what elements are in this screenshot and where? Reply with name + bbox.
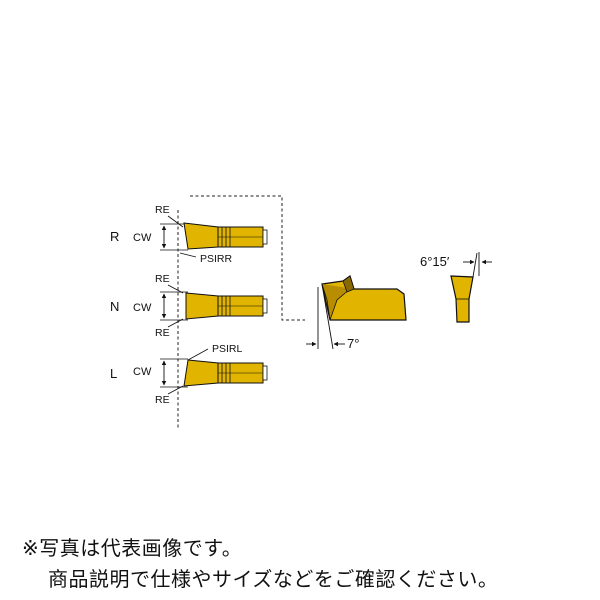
variant-r-radius-leader [167,215,184,228]
variant-r-code: R [110,229,119,244]
variant-l-insert-head [183,359,219,387]
variant-n-width-label: CW [133,302,152,314]
dashed-frame [190,195,305,321]
variant-n-insert-head [185,292,219,320]
variant-r-radius-label: RE [155,204,170,216]
variant-r-insert-head [183,222,219,250]
variant-n-code: N [110,299,119,314]
end-view: 6°15′ [420,252,492,323]
disclaimer-representative-image: ※写真は代表画像です。 [22,536,243,560]
variant-l-radius-label: RE [155,394,170,406]
side-view-angle-label: 7° [347,336,359,351]
variant-l-angle-label: PSIRL [212,343,243,355]
variant-n-radius-top-label: RE [155,273,170,285]
side-view-clearance-line [321,283,334,350]
variant-n: N CW RE RE [110,273,268,339]
end-view-angle-label: 6°15′ [420,254,450,269]
variant-n-radius-bottom-label: RE [155,327,170,339]
variant-r-angle-label: PSIRR [200,253,233,265]
variant-l-width-label: CW [133,366,152,378]
variant-r: R CW RE PSIRR [110,204,268,265]
variant-r-width-label: CW [133,232,152,244]
end-view-taper-line [472,252,478,278]
variant-l: L CW PSIRL RE [110,343,268,406]
side-view: 7° [306,275,407,351]
variant-l-code: L [110,366,117,381]
disclaimer-check-specs: 商品説明で仕様やサイズなどをご確認ください。 [48,567,499,591]
